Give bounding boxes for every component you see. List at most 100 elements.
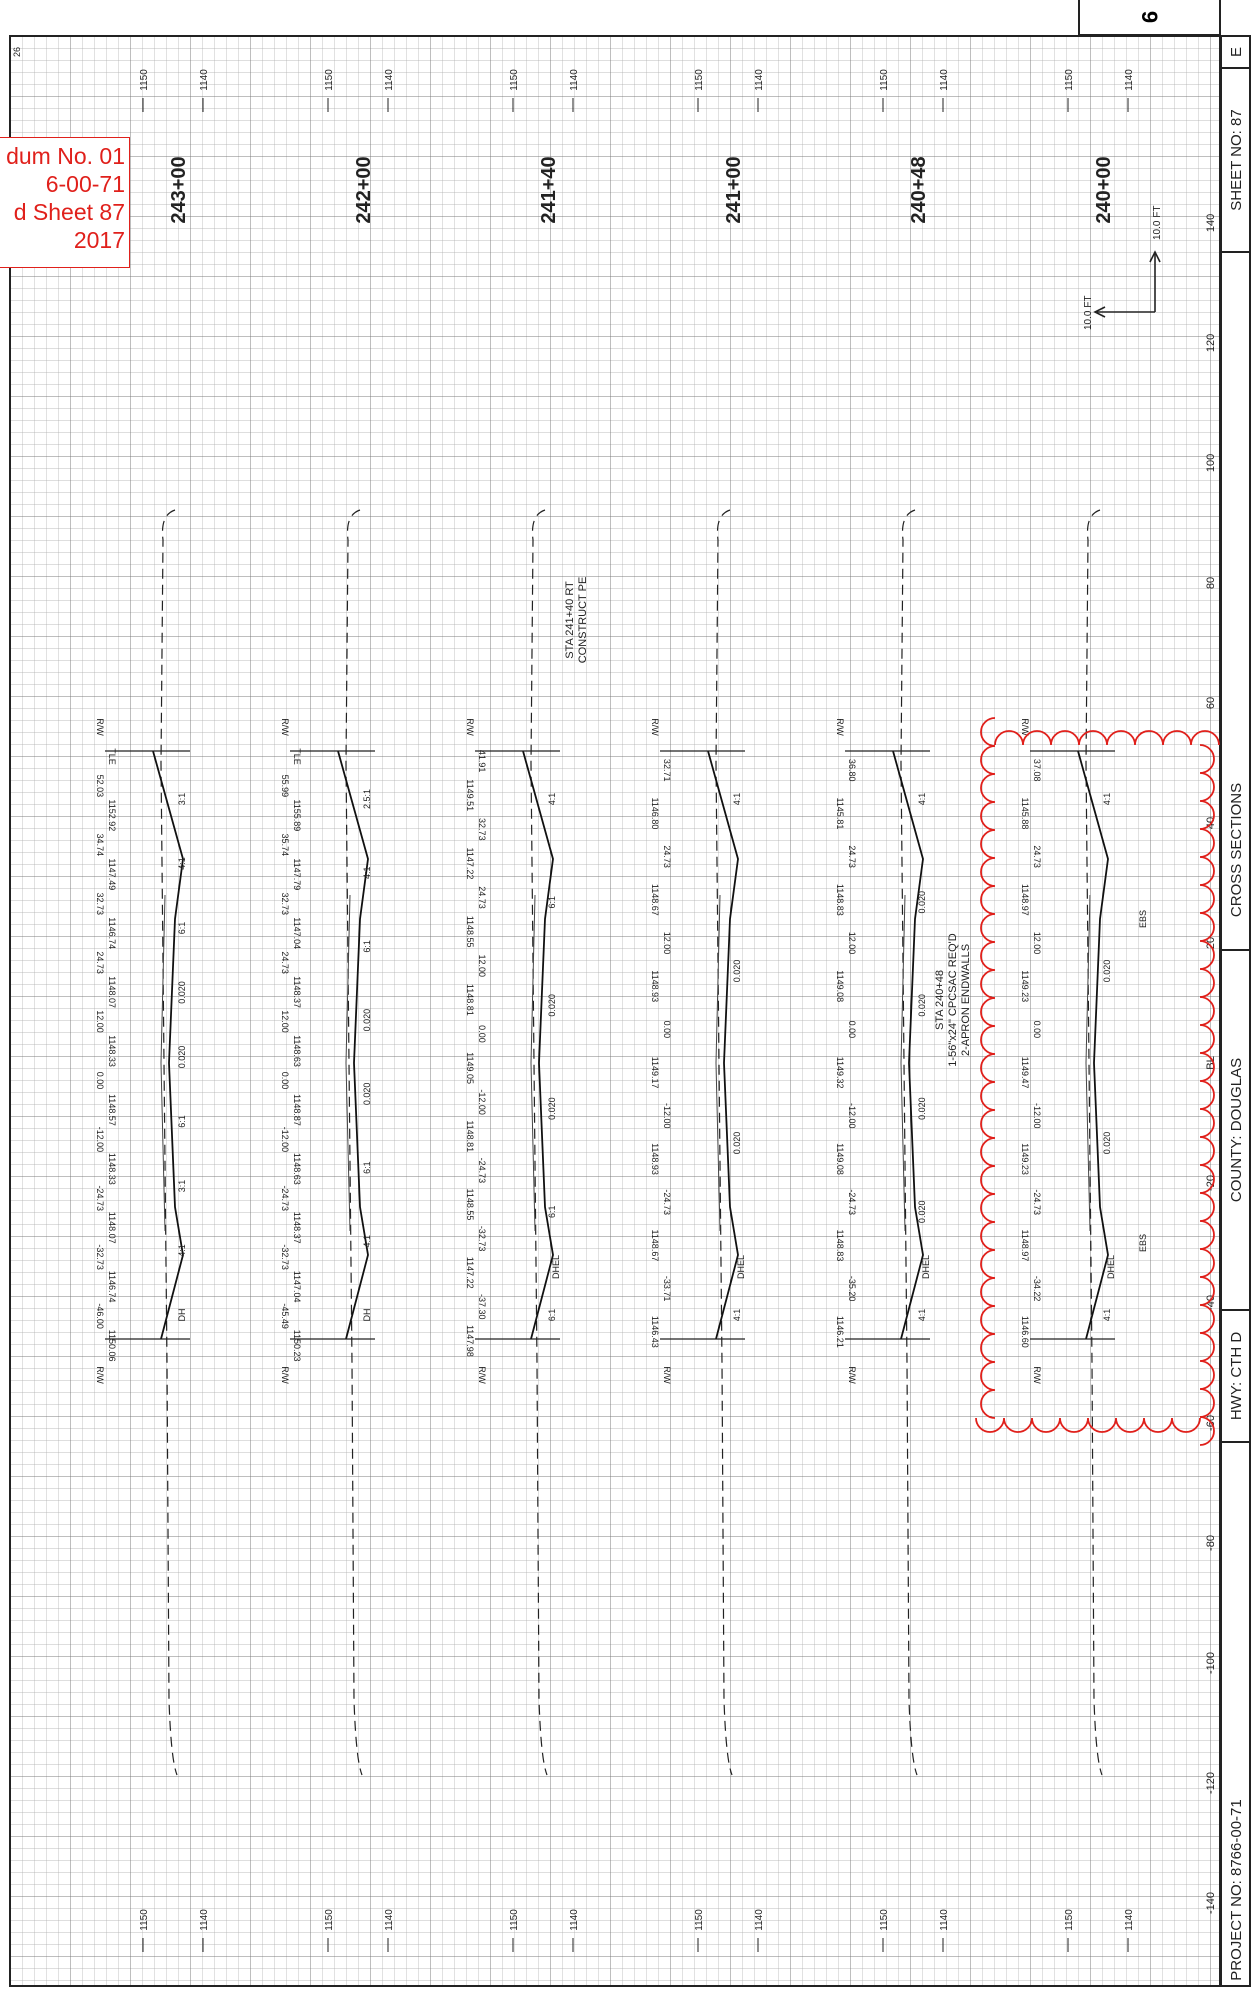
section-label: 1148.07 xyxy=(107,976,117,1008)
section-label: R/W xyxy=(847,1366,857,1384)
section-label: 1149.23 xyxy=(1020,970,1030,1002)
section-label: 1147.04 xyxy=(292,1271,302,1303)
section-note: 1-56"x24" CPCSAC REQ'D xyxy=(947,933,959,1066)
section-label: -33.71 xyxy=(662,1276,672,1302)
slope-label: 4:1 xyxy=(547,793,557,806)
section-label: 1145.81 xyxy=(835,797,845,829)
section-label: 1148.55 xyxy=(465,1189,475,1221)
section-label: 1149.08 xyxy=(835,1143,845,1175)
section-label: 1146.80 xyxy=(650,797,660,829)
section-label: -32.73 xyxy=(95,1244,105,1270)
addendum-line: 6-00-71 xyxy=(45,171,125,197)
cross-section: 241+00R/W32.711146.8024.731148.6712.0011… xyxy=(650,156,746,1776)
addendum-line: 2017 xyxy=(73,227,125,253)
section-label: -24.73 xyxy=(662,1189,672,1215)
elevation-tick-label: 1150 xyxy=(139,1909,150,1931)
slope-label: 6:1 xyxy=(547,1309,557,1322)
cross-section: 242+00R/WTLE55.991155.8935.741147.7932.7… xyxy=(280,156,375,1776)
section-label: 1148.07 xyxy=(107,1212,117,1244)
slope-label: 4:1 xyxy=(917,793,927,806)
sheet-number-label: SHEET NO: 87 xyxy=(1228,109,1245,210)
section-label: 1146.74 xyxy=(107,1271,117,1303)
proposed-section-line xyxy=(1077,750,1109,1340)
section-label: 37.08 xyxy=(1032,759,1042,782)
proposed-section-line xyxy=(522,750,554,1340)
section-tag: EBS xyxy=(1138,1234,1148,1252)
subgrade-line xyxy=(900,894,906,1232)
existing-ground-line xyxy=(900,509,918,1776)
existing-ground-line xyxy=(345,509,363,1776)
slope-label: 4:1 xyxy=(1102,793,1112,806)
section-note: STA 241+40 RT xyxy=(564,581,576,659)
elevation-tick-label: 1140 xyxy=(199,1909,210,1931)
section-label: 1149.05 xyxy=(465,1052,475,1084)
station-title: 240+00 xyxy=(1093,156,1115,223)
section-label: 12.00 xyxy=(95,1010,105,1033)
station-title: 241+00 xyxy=(723,156,745,223)
proposed-section-line xyxy=(337,750,369,1340)
section-label: -32.73 xyxy=(280,1244,290,1270)
slope-label: 3:1 xyxy=(177,793,187,806)
elevation-tick-label: 1140 xyxy=(384,69,395,91)
slope-label: 4:1 xyxy=(177,857,187,870)
slope-label: DH xyxy=(177,1309,187,1322)
elevation-tick-label: 1150 xyxy=(694,69,705,91)
section-label: -12.00 xyxy=(95,1127,105,1153)
scale-vertical-label: 10.0 FT xyxy=(1152,206,1163,240)
section-label: 1148.55 xyxy=(465,916,475,948)
addendum-line: dum No. 01 xyxy=(6,143,125,169)
section-label: 1148.33 xyxy=(107,1035,117,1067)
highway-label: HWY: CTH D xyxy=(1228,1332,1245,1420)
section-label: 1148.81 xyxy=(465,1120,475,1152)
scale-horizontal-label: 10.0 FT xyxy=(1083,296,1094,330)
elevation-tick-label: 1150 xyxy=(324,69,335,91)
section-note: STA 240+48 xyxy=(934,970,946,1030)
subgrade-line xyxy=(345,894,351,1232)
section-label: 1148.57 xyxy=(107,1094,117,1126)
section-label: -32.73 xyxy=(477,1226,487,1252)
section-label: -12.00 xyxy=(662,1103,672,1129)
elevation-tick-label: 1150 xyxy=(879,69,890,91)
elevation-tick-label: 1150 xyxy=(324,1909,335,1931)
cross-section: 240+48R/W36.801145.8124.731148.8312.0011… xyxy=(835,156,972,1776)
section-label: 0.00 xyxy=(477,1025,487,1043)
section-label: 24.73 xyxy=(662,845,672,868)
existing-ground-line xyxy=(160,509,178,1776)
section-label: 1148.63 xyxy=(292,1035,302,1067)
elevation-tick-label: 1140 xyxy=(569,1909,580,1931)
elevation-tick-label: 1150 xyxy=(509,1909,520,1931)
section-label: 1147.49 xyxy=(107,858,117,890)
section-label: -37.30 xyxy=(477,1294,487,1320)
section-label: 1146.43 xyxy=(650,1316,660,1348)
revision-cloud-path xyxy=(975,717,1220,1446)
offset-tick-label: 60 xyxy=(1205,697,1217,709)
section-label: 1147.22 xyxy=(465,847,475,879)
elevation-tick-label: 1150 xyxy=(1064,69,1075,91)
section-label: 1148.93 xyxy=(650,1143,660,1175)
section-label: -35.20 xyxy=(847,1276,857,1302)
section-label: 1149.51 xyxy=(465,779,475,811)
slope-label: 4:1 xyxy=(362,1235,372,1248)
slope-label: 6:1 xyxy=(362,1161,372,1174)
section-label: 0.00 xyxy=(1032,1021,1042,1039)
section-tag: DHEL xyxy=(921,1255,931,1279)
section-label: 0.00 xyxy=(662,1021,672,1039)
section-label: 1148.83 xyxy=(835,884,845,916)
elevation-tick-label: 1150 xyxy=(1064,1909,1075,1931)
section-label: 12.00 xyxy=(1032,932,1042,955)
section-note: 2-APRON ENDWALLS xyxy=(960,944,972,1056)
section-label: R/W xyxy=(1032,1366,1042,1384)
offset-tick-label: -80 xyxy=(1205,1535,1217,1551)
station-title: 243+00 xyxy=(168,156,190,223)
section-label: 1148.37 xyxy=(292,1212,302,1244)
section-label: 32.73 xyxy=(95,892,105,915)
section-label: -24.73 xyxy=(477,1158,487,1184)
slope-label: 6:1 xyxy=(362,940,372,953)
section-label: -24.73 xyxy=(280,1186,290,1212)
existing-ground-line xyxy=(715,509,733,1776)
section-label: TLE xyxy=(107,748,117,765)
section-label: 35.74 xyxy=(280,834,290,857)
elevation-tick-label: 1140 xyxy=(1124,1909,1135,1931)
slope-label: 6:1 xyxy=(547,896,557,909)
section-label: 12.00 xyxy=(662,932,672,955)
